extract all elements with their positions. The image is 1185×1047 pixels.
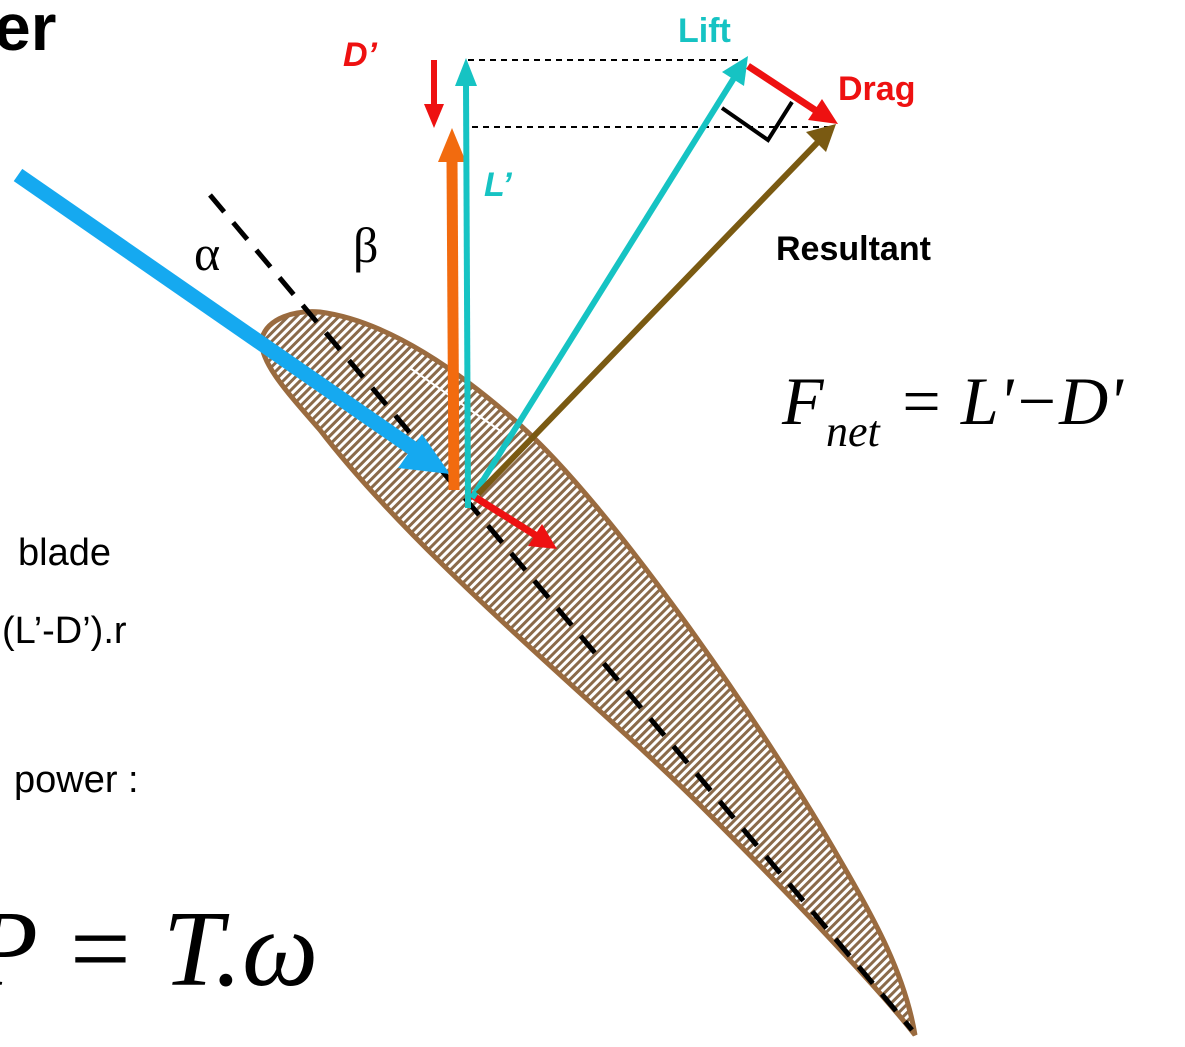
l-prime-label: L’ bbox=[484, 166, 512, 204]
d-prime-label: D’ bbox=[343, 36, 378, 74]
right-angle-marker bbox=[720, 100, 794, 143]
title-fragment: er bbox=[0, 0, 56, 64]
wind-arrow bbox=[13, 168, 450, 474]
beta-label: β bbox=[353, 217, 378, 273]
lift-arrow bbox=[469, 56, 748, 500]
fnet-rhs: = L'−D' bbox=[898, 363, 1124, 439]
d-prime-arrow bbox=[424, 60, 444, 128]
fnet-subscript: net bbox=[826, 407, 882, 456]
l-prime-bar-arrow bbox=[438, 128, 466, 491]
resultant-label: Resultant bbox=[776, 230, 931, 268]
blade-drag-arrow bbox=[468, 491, 557, 549]
drag-arrow bbox=[746, 63, 838, 124]
chord-line bbox=[208, 193, 914, 1032]
lift-label: Lift bbox=[678, 12, 731, 50]
resultant-arrow bbox=[475, 124, 836, 497]
power-equation: P = T.ω bbox=[0, 890, 318, 1009]
fnet-equation: F net = L'−D' bbox=[781, 363, 1124, 456]
body-line-power: power : bbox=[14, 759, 139, 801]
drag-label: Drag bbox=[838, 70, 915, 108]
l-prime-arrow bbox=[455, 58, 477, 509]
body-line-torque: (L’-D’).r bbox=[2, 610, 127, 652]
fnet-f: F bbox=[781, 363, 825, 439]
alpha-label: α bbox=[194, 225, 220, 281]
body-line-blade: blade bbox=[18, 532, 111, 574]
